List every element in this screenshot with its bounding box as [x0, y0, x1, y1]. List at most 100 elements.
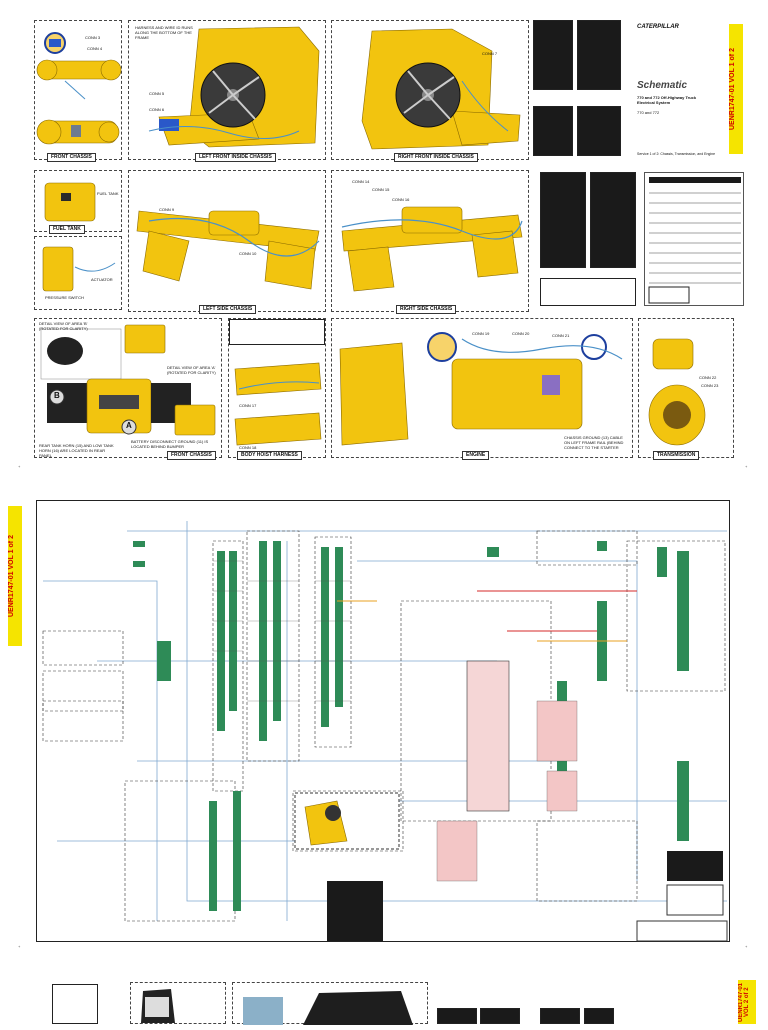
- label-conn-18: CONN 18: [239, 445, 257, 450]
- body-table: [229, 319, 325, 345]
- fuel-tank-illustration: [44, 182, 96, 222]
- caption-right-side: RIGHT SIDE CHASSIS: [396, 305, 457, 314]
- label-conn-17: CONN 17: [239, 403, 257, 408]
- title-block: CATERPILLAR Schematic 770 and 772 Off-Hi…: [533, 20, 745, 160]
- cab-interior-illustration: [243, 991, 413, 1025]
- panel-transmission: CONN 22 CONN 23 TRANSMISSION: [638, 318, 734, 460]
- front-chassis-illustration: [36, 32, 122, 145]
- label-conn-3: CONN 3: [85, 35, 101, 40]
- panel-front-view: B A DETAIL VIEW OF AREA 'B' (ROTATED FOR…: [34, 318, 222, 460]
- panel-actuator: ACTUATOR PRESSURE SWITCH: [34, 236, 122, 310]
- vol2-table-d: [584, 1008, 614, 1024]
- body-illustration: [234, 362, 322, 446]
- label-conn-21: CONN 21: [552, 333, 570, 338]
- component-table-3: [540, 278, 636, 306]
- left-front-illustration: [148, 26, 320, 148]
- marker-b: B: [54, 391, 60, 400]
- label-conn-7: CONN 7: [482, 51, 498, 56]
- doc-id-vol2: UENR1747-01 VOL 2 of 2: [738, 982, 750, 1022]
- doc-id-vol1-top: UENR1747-01 VOL 1 of 2: [729, 48, 736, 130]
- symbol-legend-graphics: [648, 177, 741, 304]
- left-side-illustration: [136, 210, 320, 290]
- caption-engine: ENGINE: [462, 451, 490, 460]
- caption-transmission: TRANSMISSION: [653, 451, 700, 460]
- right-front-illustration: [361, 28, 521, 150]
- panel-left-front-inside: HARNESS AND WIRE ID RUNS ALONG THE BOTTO…: [128, 20, 326, 162]
- label-conn-9: CONN 9: [159, 207, 175, 212]
- brand-logo: CATERPILLAR: [637, 24, 679, 30]
- label-pressure: PRESSURE SWITCH: [45, 295, 84, 300]
- caption-left-front-inside: LEFT FRONT INSIDE CHASSIS: [195, 153, 276, 162]
- panel-cab-interior: [232, 982, 428, 1025]
- parts-table-4: [577, 106, 621, 156]
- label-conn-16: CONN 16: [392, 197, 410, 202]
- vol2-table-a: [437, 1008, 477, 1024]
- vol1-tag-top: UENR1747-01 VOL 1 of 2: [729, 24, 743, 154]
- doc-id-vol1-side: UENR1747-01 VOL 1 of 2: [8, 535, 15, 617]
- engine-illustration: [339, 332, 623, 446]
- label-actuator: ACTUATOR: [91, 277, 113, 282]
- label-chassis-ground: CHASSIS GROUND (13) CABLE ON LEFT FRAME …: [564, 435, 624, 450]
- vol1-tag-side: UENR1747-01 VOL 1 of 2: [8, 506, 22, 646]
- parts-table-1: [533, 20, 573, 90]
- actuator-illustration: [42, 246, 116, 292]
- front-view-illustration: [40, 324, 216, 436]
- panel-front-chassis: CONN 3 CONN 4 FRONT CHASSIS: [34, 20, 122, 162]
- label-conn-19: CONN 19: [472, 331, 490, 336]
- panel-left-side: CONN 9 CONN 10 LEFT SIDE CHASSIS: [128, 170, 326, 314]
- caption-right-front-inside: RIGHT FRONT INSIDE CHASSIS: [394, 153, 478, 162]
- caption-fuel-tank: FUEL TANK: [49, 225, 85, 234]
- vol2-tag: UENR1747-01 VOL 2 of 2: [738, 980, 756, 1024]
- label-conn-4: CONN 4: [87, 46, 103, 51]
- schematic-title: Schematic: [637, 80, 688, 91]
- caption-body-harness: BODY HOIST HARNESS: [237, 451, 302, 460]
- tick-mark: +: [18, 464, 21, 469]
- label-detail-a: DETAIL VIEW OF AREA 'A' (ROTATED FOR CLA…: [167, 365, 216, 375]
- caption-left-side: LEFT SIDE CHASSIS: [199, 305, 257, 314]
- label-conn-6: CONN 6: [149, 107, 165, 112]
- label-conn-20: CONN 20: [512, 331, 530, 336]
- component-table-1: [540, 172, 586, 268]
- label-harness-note: HARNESS AND WIRE ID RUNS ALONG THE BOTTO…: [135, 25, 193, 40]
- label-conn-22: CONN 22: [699, 375, 717, 380]
- location-sheet: CONN 3 CONN 4 FRONT CHASSIS HARNESS AND …: [0, 0, 768, 470]
- panel-right-side: CONN 14 CONN 15 CONN 16 RIGHT SIDE CHASS…: [331, 170, 529, 314]
- tick-mark: +: [745, 944, 748, 949]
- parts-table-2: [577, 20, 621, 90]
- label-conn-10: CONN 10: [239, 251, 257, 256]
- schematic-subtitle: 770 and 772 Off-Highway Truck Electrical…: [637, 95, 697, 105]
- symbol-legend: [644, 172, 744, 306]
- tick-mark: +: [745, 464, 748, 469]
- label-conn-5: CONN 5: [149, 91, 165, 96]
- wiring-schematic: [42, 521, 728, 942]
- service-note: Service 1 of 2: Chassis, Transmission, a…: [637, 152, 716, 156]
- vol2-table-c: [540, 1008, 580, 1024]
- label-fuel-tank: FUEL TANK: [97, 191, 119, 196]
- vol2-table-b: [480, 1008, 520, 1024]
- transmission-illustration: [648, 338, 706, 446]
- label-conn-23: CONN 23: [701, 383, 719, 388]
- parts-table-3: [533, 106, 573, 156]
- panel-fuel-tank: FUEL TANK FUEL TANK: [34, 170, 122, 234]
- legend-block: [540, 172, 746, 310]
- component-table-2: [590, 172, 636, 268]
- marker-a: A: [126, 421, 132, 430]
- label-horn-note: REAR TANK HORN (15) AND LOW TANK HORN (1…: [39, 443, 114, 458]
- machine-note: 770 and 772: [637, 110, 660, 115]
- caption-front-view: FRONT CHASSIS: [167, 451, 216, 460]
- label-conn-14: CONN 14: [352, 179, 370, 184]
- panel-right-front-inside: CONN 7 RIGHT FRONT INSIDE CHASSIS: [331, 20, 529, 162]
- cab-exterior-illustration: [141, 989, 175, 1023]
- panel-body-harness: CONN 17 CONN 18 BODY HOIST HARNESS: [228, 318, 326, 460]
- panel-cab-exterior: [130, 982, 226, 1024]
- tick-mark: +: [18, 944, 21, 949]
- label-conn-15: CONN 15: [372, 187, 390, 192]
- wiring-schematic-sheet: [36, 500, 730, 942]
- right-side-illustration: [341, 206, 523, 292]
- caption-front-chassis: FRONT CHASSIS: [47, 153, 96, 162]
- label-detail-b: DETAIL VIEW OF AREA 'B' (ROTATED FOR CLA…: [39, 321, 88, 331]
- vol2-parts-table: [52, 984, 98, 1024]
- ecm-block: [466, 660, 510, 812]
- panel-engine: CONN 19 CONN 20 CONN 21 CHASSIS GROUND (…: [331, 318, 633, 460]
- label-ground-note: BATTERY DISCONNECT GROUND (11) IS LOCATE…: [131, 439, 209, 449]
